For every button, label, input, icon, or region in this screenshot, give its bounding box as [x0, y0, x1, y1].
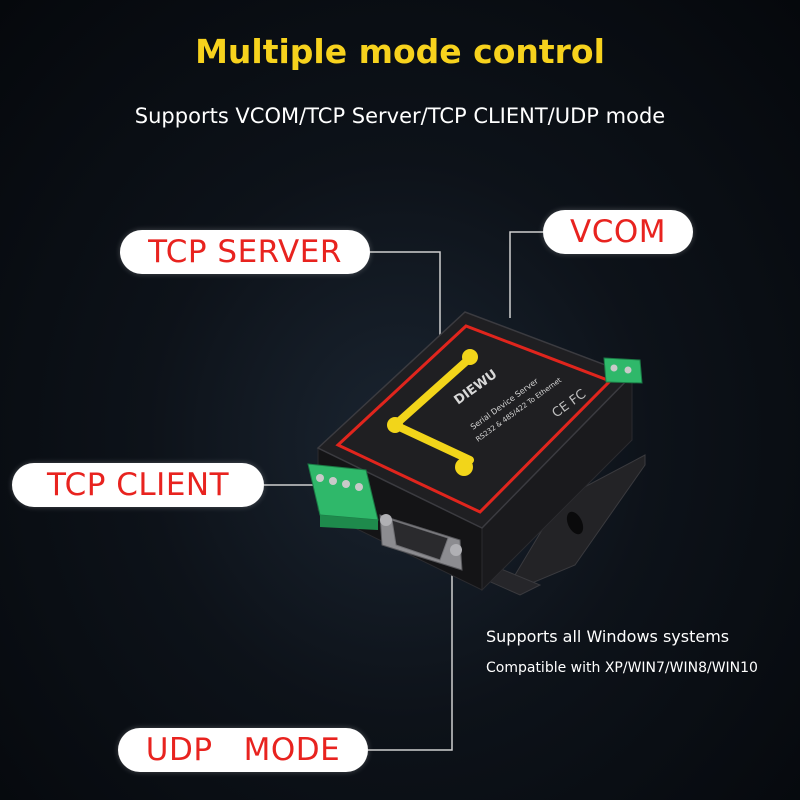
page-subtitle: Supports VCOM/TCP Server/TCP CLIENT/UDP …: [134, 104, 666, 128]
info-windows-support: Supports all Windows systems: [486, 627, 730, 646]
line-udp: [368, 568, 453, 751]
flange-screw-slot: [566, 511, 584, 535]
label-udp-mode-text: UDP MODE: [145, 732, 341, 768]
marker-dot-top: [462, 349, 478, 365]
line-tcp-server: [370, 251, 441, 340]
label-tcp-server: TCP SERVER: [120, 230, 370, 274]
db9-connector: [379, 514, 463, 571]
label-vcom-text: VCOM: [570, 214, 666, 250]
connector-lines: [264, 231, 543, 751]
terminal-block-left: [307, 463, 379, 530]
line-vcom: [509, 231, 543, 318]
label-vcom: VCOM: [543, 210, 693, 254]
marker-dot-left: [387, 417, 403, 433]
page-title: Multiple mode control: [195, 32, 605, 71]
info-compatibility: Compatible with XP/WIN7/WIN8/WIN10: [486, 660, 758, 676]
marker-dot-bottom: [455, 458, 473, 476]
terminal-block-right: [603, 357, 643, 384]
label-tcp-server-text: TCP SERVER: [148, 234, 342, 270]
label-tcp-client: TCP CLIENT: [12, 463, 264, 507]
label-tcp-client-text: TCP CLIENT: [46, 467, 230, 503]
label-udp-mode: UDP MODE: [118, 728, 368, 772]
